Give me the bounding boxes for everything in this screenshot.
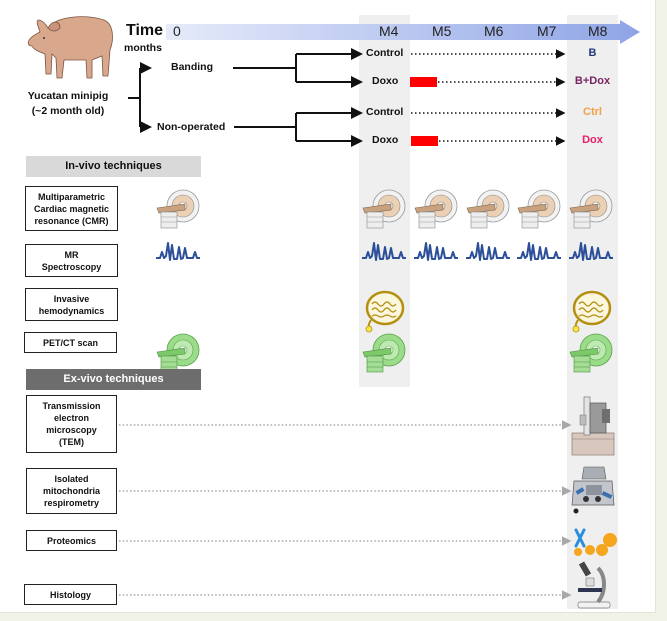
tech-box-proteomics: Proteomics <box>26 530 117 551</box>
subject-label-line2: (~2 month old) <box>31 105 105 117</box>
endpoint-b: B <box>588 47 597 59</box>
timeline-arrow <box>166 20 640 44</box>
mri-scanner-icon <box>413 188 459 237</box>
tick-m8: M8 <box>588 23 608 39</box>
mri-scanner-icon <box>568 188 614 237</box>
tech-box-mr-spectroscopy: MR Spectroscopy <box>25 244 118 277</box>
tick-m4: M4 <box>379 23 399 39</box>
tech-box-invasive-hemodynamics: Invasive hemodynamics <box>25 288 118 321</box>
endpoint-b-dox: B+Dox <box>574 75 611 87</box>
banding-control-label: Control <box>366 47 404 59</box>
spectrum-icon <box>465 240 511 269</box>
tech-box-mito-respirometry: Isolated mitochondria respirometry <box>26 468 117 514</box>
in-vivo-header: In-vivo techniques <box>26 156 201 177</box>
doxo-treatment-bar-nonoperated <box>411 136 438 146</box>
mri-scanner-icon <box>155 188 201 237</box>
nonop-doxo-label: Doxo <box>372 134 399 146</box>
doxo-treatment-bar-banding <box>410 77 437 87</box>
timeline-unit: months <box>124 42 162 54</box>
timeline-title: Time <box>126 22 164 39</box>
pet-ct-scanner-icon <box>361 332 407 381</box>
banding-doxo-label: Doxo <box>372 75 399 87</box>
arm-banding: Banding <box>171 61 213 73</box>
catheter-icon <box>361 290 407 339</box>
tick-0: 0 <box>173 23 181 39</box>
spectrum-icon <box>413 240 459 269</box>
catheter-icon <box>568 290 614 339</box>
electron-microscope-icon <box>571 396 615 456</box>
spectrum-icon <box>516 240 562 269</box>
ex-vivo-header: Ex-vivo techniques <box>26 369 201 390</box>
subject-caption: Yucatan minipig (~2 month old) <box>12 89 124 119</box>
microscope-icon <box>577 561 611 609</box>
tech-box-pet-ct: PET/CT scan <box>24 332 117 353</box>
subject-label-line1: Yucatan minipig <box>27 90 109 102</box>
tech-box-tem: Transmission electron microscopy (TEM) <box>26 395 117 453</box>
tech-box-cmr: Multiparametric Cardiac magnetic resonan… <box>25 186 118 231</box>
mri-scanner-icon <box>465 188 511 237</box>
tick-m5: M5 <box>432 23 452 39</box>
tick-m7: M7 <box>537 23 557 39</box>
endpoint-dox: Dox <box>582 134 603 146</box>
arm-non-operated: Non-operated <box>157 121 226 133</box>
nonop-control-label: Control <box>366 106 404 118</box>
pig-icon <box>27 16 113 79</box>
study-design-branches <box>128 48 566 147</box>
tick-m6: M6 <box>484 23 504 39</box>
diagram-canvas: Time months 0 M4 M5 M6 M7 M8 Yucatan min… <box>0 0 656 613</box>
spectrum-icon <box>155 240 201 269</box>
spectrum-icon <box>361 240 407 269</box>
tech-box-histology: Histology <box>24 584 117 605</box>
respirometer-icon <box>571 466 615 514</box>
spectrum-icon <box>568 240 614 269</box>
mri-scanner-icon <box>516 188 562 237</box>
endpoint-ctrl: Ctrl <box>583 106 602 118</box>
pet-ct-scanner-icon <box>568 332 614 381</box>
mri-scanner-icon <box>361 188 407 237</box>
proteomics-icon <box>574 528 617 556</box>
pet-ct-scanner-icon <box>155 332 201 381</box>
